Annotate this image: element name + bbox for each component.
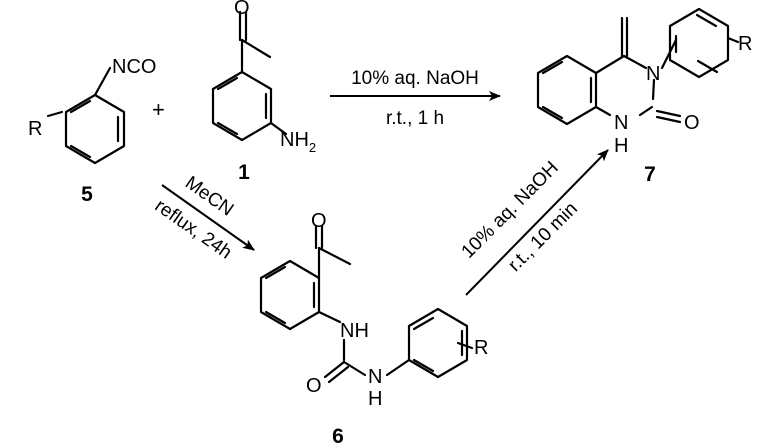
compound-1-amine: NH2 <box>280 129 316 155</box>
compound-6-nh-bottom-n: N <box>368 366 382 388</box>
compound-5: NCO R 5 <box>28 56 156 206</box>
arrow-cyclization: 10% aq. NaOH r.t., 10 min <box>458 149 609 296</box>
compound-6: O NH O N H R 6 <box>259 210 488 447</box>
compound-1-number: 1 <box>238 161 250 184</box>
compound-7-oxygen: O <box>684 112 700 134</box>
compound-7: N N H O R 7 <box>536 7 752 186</box>
compound-7-number: 7 <box>644 163 656 186</box>
compound-6-oxygen: O <box>311 210 327 232</box>
compound-7-nh-n: N <box>614 112 628 134</box>
compound-1-oxygen: O <box>234 0 250 19</box>
arrow-to-urea: MeCN reflux, 24h <box>151 172 255 264</box>
compound-6-nh-bottom-h: H <box>368 388 382 410</box>
compound-1-skeleton <box>211 10 288 142</box>
compound-6-nh-top: NH <box>340 320 369 342</box>
compound-6-number: 6 <box>332 425 344 447</box>
compound-5-number: 5 <box>81 183 93 206</box>
compound-6-skeleton <box>259 224 474 384</box>
compound-7-r: R <box>738 33 752 55</box>
compound-5-r: R <box>28 118 42 140</box>
compound-7-h: H <box>614 135 628 157</box>
arrow-direct: 10% aq. NaOH r.t., 1 h <box>330 68 501 129</box>
compound-1: O NH2 1 <box>211 0 316 184</box>
compound-7-skeleton <box>536 7 740 126</box>
compound-6-r: R <box>474 337 488 359</box>
compound-5-nco: NCO <box>112 56 156 78</box>
arrow-direct-reagent: 10% aq. NaOH <box>351 68 479 89</box>
compound-6-oxygen-urea: O <box>306 375 322 397</box>
plus-sign: + <box>152 97 165 122</box>
arrow-direct-time: r.t., 1 h <box>386 108 444 129</box>
compound-5-ring <box>46 66 126 165</box>
compound-7-ring-n: N <box>646 63 660 85</box>
